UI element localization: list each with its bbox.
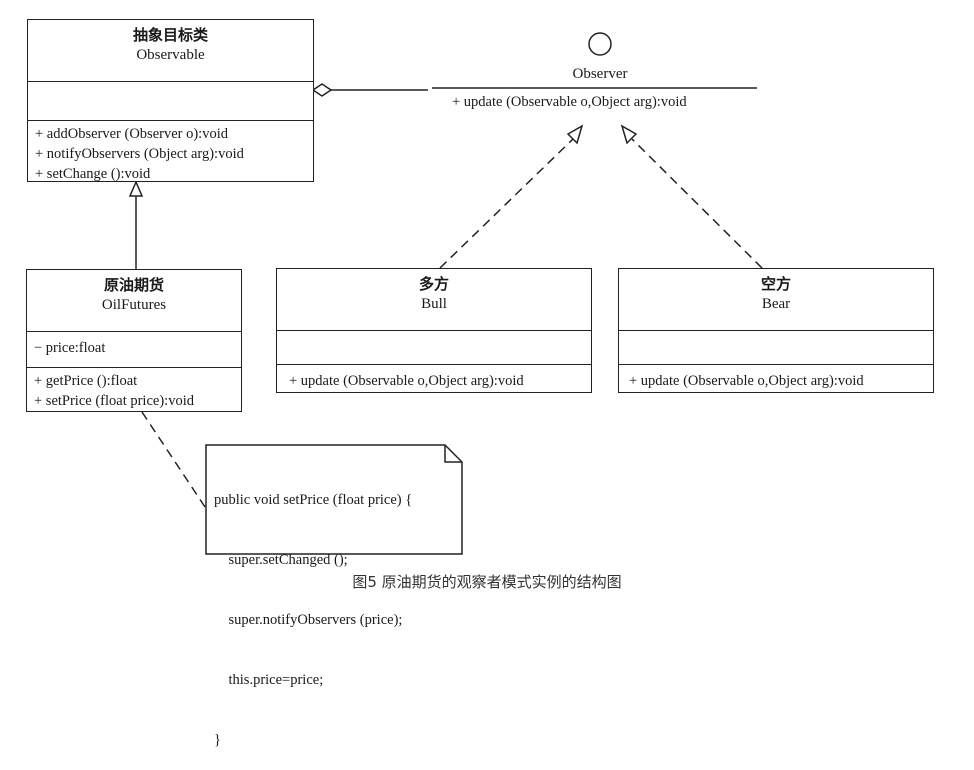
method-set-change: + setChange ():void [35,166,151,182]
bull-class: 多方 Bull + update (Observable o,Object ar… [276,268,592,393]
method-get-price: + getPrice ():float [34,373,138,389]
observer-interface-name: Observer [572,66,628,82]
observable-header: 抽象目标类 Observable [28,20,313,81]
code-note: public void setPrice (float price) { sup… [214,450,412,770]
bear-name-cn: 空方 [760,277,791,293]
bear-class: 空方 Bear + update (Observable o,Object ar… [618,268,934,393]
oilfutures-attributes: − price:float [27,331,241,367]
observable-attributes [28,81,313,120]
note-line: super.notifyObservers (price); [214,612,403,628]
observable-class: 抽象目标类 Observable + addObserver (Observer… [27,19,314,182]
note-line: super.setChanged (); [214,552,348,568]
realization-line-bear [631,138,763,269]
bull-name-en: Bull [421,296,447,312]
bull-attributes [277,330,591,364]
oilfutures-name-cn: 原油期货 [103,278,164,294]
method-notify-observers: + notifyObservers (Object arg):void [35,146,244,162]
oilfutures-methods: + getPrice ():float + setPrice (float pr… [27,367,241,411]
bull-header: 多方 Bull [277,269,591,330]
bull-name-cn: 多方 [418,277,449,293]
realization-arrowhead-bull-icon [566,124,584,145]
observer-interface-method: + update (Observable o,Object arg):void [452,94,687,110]
observable-name-en: Observable [136,47,205,63]
aggregation-diamond-icon [311,83,333,97]
bear-method-update: + update (Observable o,Object arg):void [629,373,864,389]
realization-line-bull [439,138,574,269]
method-add-observer: + addObserver (Observer o):void [35,126,228,142]
bear-name-en: Bear [761,296,791,312]
bear-attributes [619,330,933,364]
attribute-price: − price:float [34,340,106,356]
note-anchor-line [141,411,206,508]
interface-circle-icon [588,32,612,56]
oilfutures-name-en: OilFutures [101,297,167,313]
bear-header: 空方 Bear [619,269,933,330]
realization-arrowhead-bear-icon [620,124,638,145]
bear-methods: + update (Observable o,Object arg):void [619,364,933,391]
oilfutures-header: 原油期货 OilFutures [27,270,241,331]
note-fold-icon [444,445,462,463]
note-line: } [214,732,221,748]
diagram-connectors [128,32,763,555]
note-line: this.price=price; [214,672,324,688]
observable-name-cn: 抽象目标类 [132,28,208,44]
oilfutures-class: 原油期货 OilFutures − price:float + getPrice… [26,269,242,412]
observable-methods: + addObserver (Observer o):void + notify… [28,120,313,184]
bull-methods: + update (Observable o,Object arg):void [277,364,591,391]
generalization-arrowhead-icon [128,180,144,197]
method-set-price: + setPrice (float price):void [34,393,194,409]
bull-method-update: + update (Observable o,Object arg):void [289,373,524,389]
note-line: public void setPrice (float price) { [214,492,413,508]
figure-caption: 图5 原油期货的观察者模式实例的结构图 [352,573,622,591]
note-shape [205,444,463,555]
